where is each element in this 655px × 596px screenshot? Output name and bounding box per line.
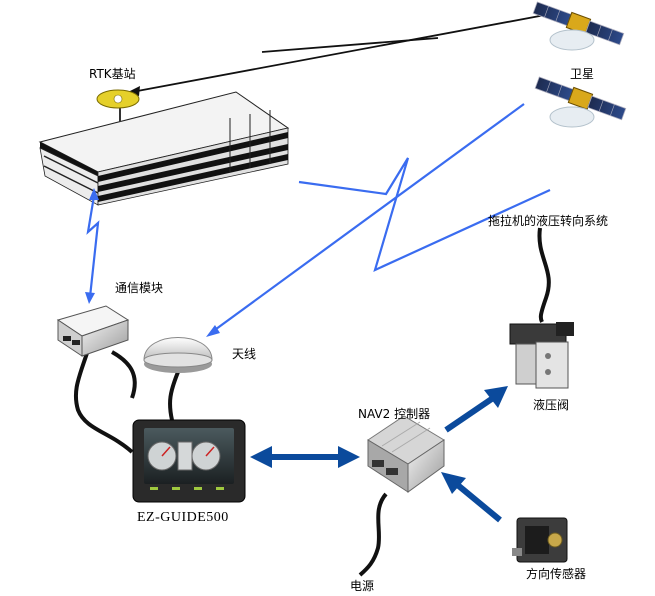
base-to-comm-arrowhead-bottom bbox=[85, 292, 95, 304]
display-label: EZ-GUIDE500 bbox=[137, 510, 229, 525]
controller-label: NAV2 控制器 bbox=[358, 407, 431, 421]
satellite-to-antenna-arrowhead bbox=[206, 325, 220, 337]
power-cable bbox=[358, 492, 388, 577]
zigzag-radio-link bbox=[298, 157, 551, 273]
satellite-1-icon bbox=[532, 1, 625, 51]
controller-to-valve-arrow bbox=[444, 386, 508, 433]
display-controller-double-arrow bbox=[250, 446, 360, 468]
comm-module-cable bbox=[73, 349, 134, 454]
direction-sensor-label: 方向传感器 bbox=[526, 567, 587, 581]
satellite-2-icon bbox=[534, 76, 627, 128]
rtk-base-station-icon bbox=[38, 89, 290, 206]
power-label: 电源 bbox=[350, 579, 375, 593]
direction-sensor-icon bbox=[512, 517, 568, 563]
base-to-comm-arrowhead-top bbox=[89, 188, 99, 200]
nav2-controller-icon bbox=[367, 415, 445, 493]
antenna-cable bbox=[168, 371, 180, 421]
hydraulic-valve-label: 液压阀 bbox=[533, 398, 570, 412]
comm-module-label: 通信模块 bbox=[115, 281, 164, 295]
satellite-to-base-arrow bbox=[131, 14, 546, 93]
base-to-comm-link bbox=[86, 195, 100, 298]
antenna-icon bbox=[143, 337, 213, 373]
satellite-to-antenna-link bbox=[211, 103, 525, 333]
sensor-to-controller-arrow bbox=[441, 472, 502, 523]
hydraulic-valve-icon bbox=[509, 322, 574, 389]
satellite-label: 卫星 bbox=[570, 67, 595, 81]
antenna-label: 天线 bbox=[232, 347, 257, 361]
rtk-base-label: RTK基站 bbox=[89, 67, 136, 81]
comm-to-display-cable bbox=[111, 350, 137, 399]
comm-module-icon bbox=[56, 305, 130, 357]
ez-guide-display-icon bbox=[132, 419, 246, 503]
hydraulic-steering-label: 拖拉机的液压转向系统 bbox=[488, 214, 609, 228]
hydraulic-hose bbox=[537, 227, 551, 323]
